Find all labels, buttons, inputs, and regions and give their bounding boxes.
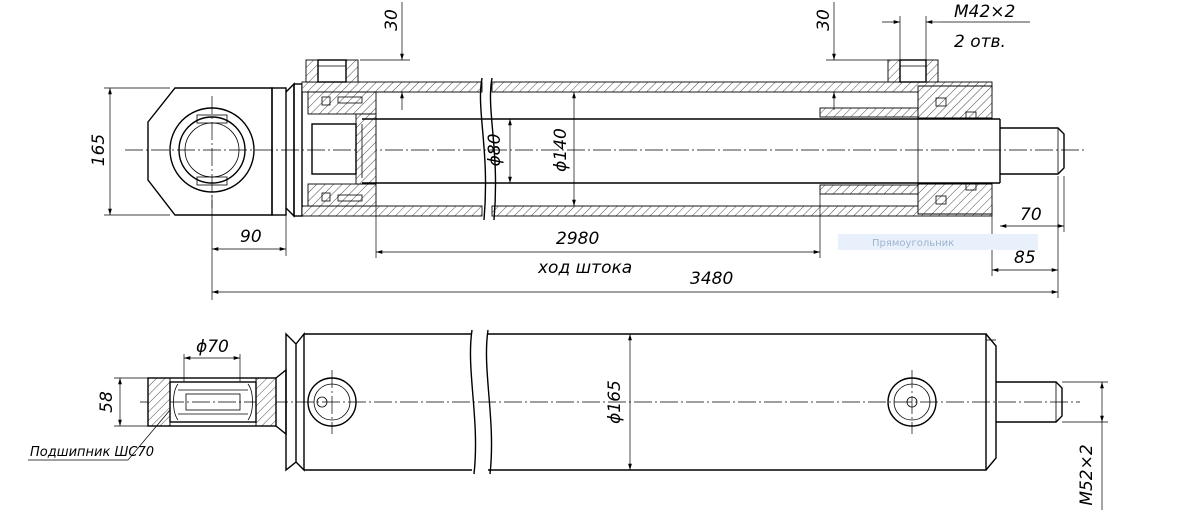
rod-end-bottom (996, 381, 1063, 423)
dim-phi80: ϕ80 (485, 134, 505, 167)
dim-165: 165 (89, 134, 109, 166)
dim-2980: 2980 (556, 229, 599, 249)
bearing-label: Подшипник ШС70 (30, 445, 154, 460)
dim-3480: 3480 (690, 269, 733, 289)
piston-rod (361, 118, 1001, 184)
dim-m52: М52×2 (1077, 444, 1097, 505)
port-left-bottom (307, 370, 357, 434)
dim-90: 90 (240, 227, 262, 247)
barrel-wall-top-right (491, 81, 993, 93)
clevis-head (147, 87, 273, 216)
stroke-label: ход штока (537, 258, 632, 278)
top-view (125, 59, 1085, 221)
port-boss-left (305, 59, 359, 83)
ghost-selection-box (838, 234, 1038, 250)
dim-30-left: 30 (382, 9, 402, 31)
barrel-wall-bottom-left (301, 205, 483, 217)
dim-70: 70 (1020, 205, 1042, 225)
dim-85: 85 (1014, 248, 1036, 268)
port-boss-right (887, 59, 939, 83)
dim-phi70: ϕ70 (196, 337, 229, 357)
ghost-label: Прямоугольник (872, 238, 954, 249)
rear-flange (271, 82, 303, 218)
port-right-bottom (887, 370, 937, 434)
clevis-bottom (147, 368, 287, 436)
bottom-dimensions: ϕ70 58 Подшипник ШС70 ϕ165 М52×2 (28, 334, 1108, 510)
ports-count: 2 отв. (954, 32, 1006, 52)
top-dimensions: 165 30 30 M42×2 2 отв. ϕ80 ϕ140 90 (89, 2, 1065, 300)
piston (307, 91, 377, 207)
bottom-view (140, 329, 1080, 475)
barrel-bottom (304, 329, 997, 475)
dim-58: 58 (97, 391, 117, 413)
rod-thread-end (1000, 127, 1065, 175)
dim-phi140: ϕ140 (551, 128, 571, 172)
dim-30-right: 30 (814, 9, 834, 31)
dim-phi165: ϕ165 (605, 380, 625, 424)
flange-bottom (285, 332, 305, 472)
dim-m42: M42×2 (954, 2, 1015, 22)
barrel-wall-top-left (301, 81, 483, 93)
rod-gland (819, 85, 993, 215)
break-line-top (479, 77, 487, 221)
barrel-wall-bottom-right (491, 205, 993, 217)
